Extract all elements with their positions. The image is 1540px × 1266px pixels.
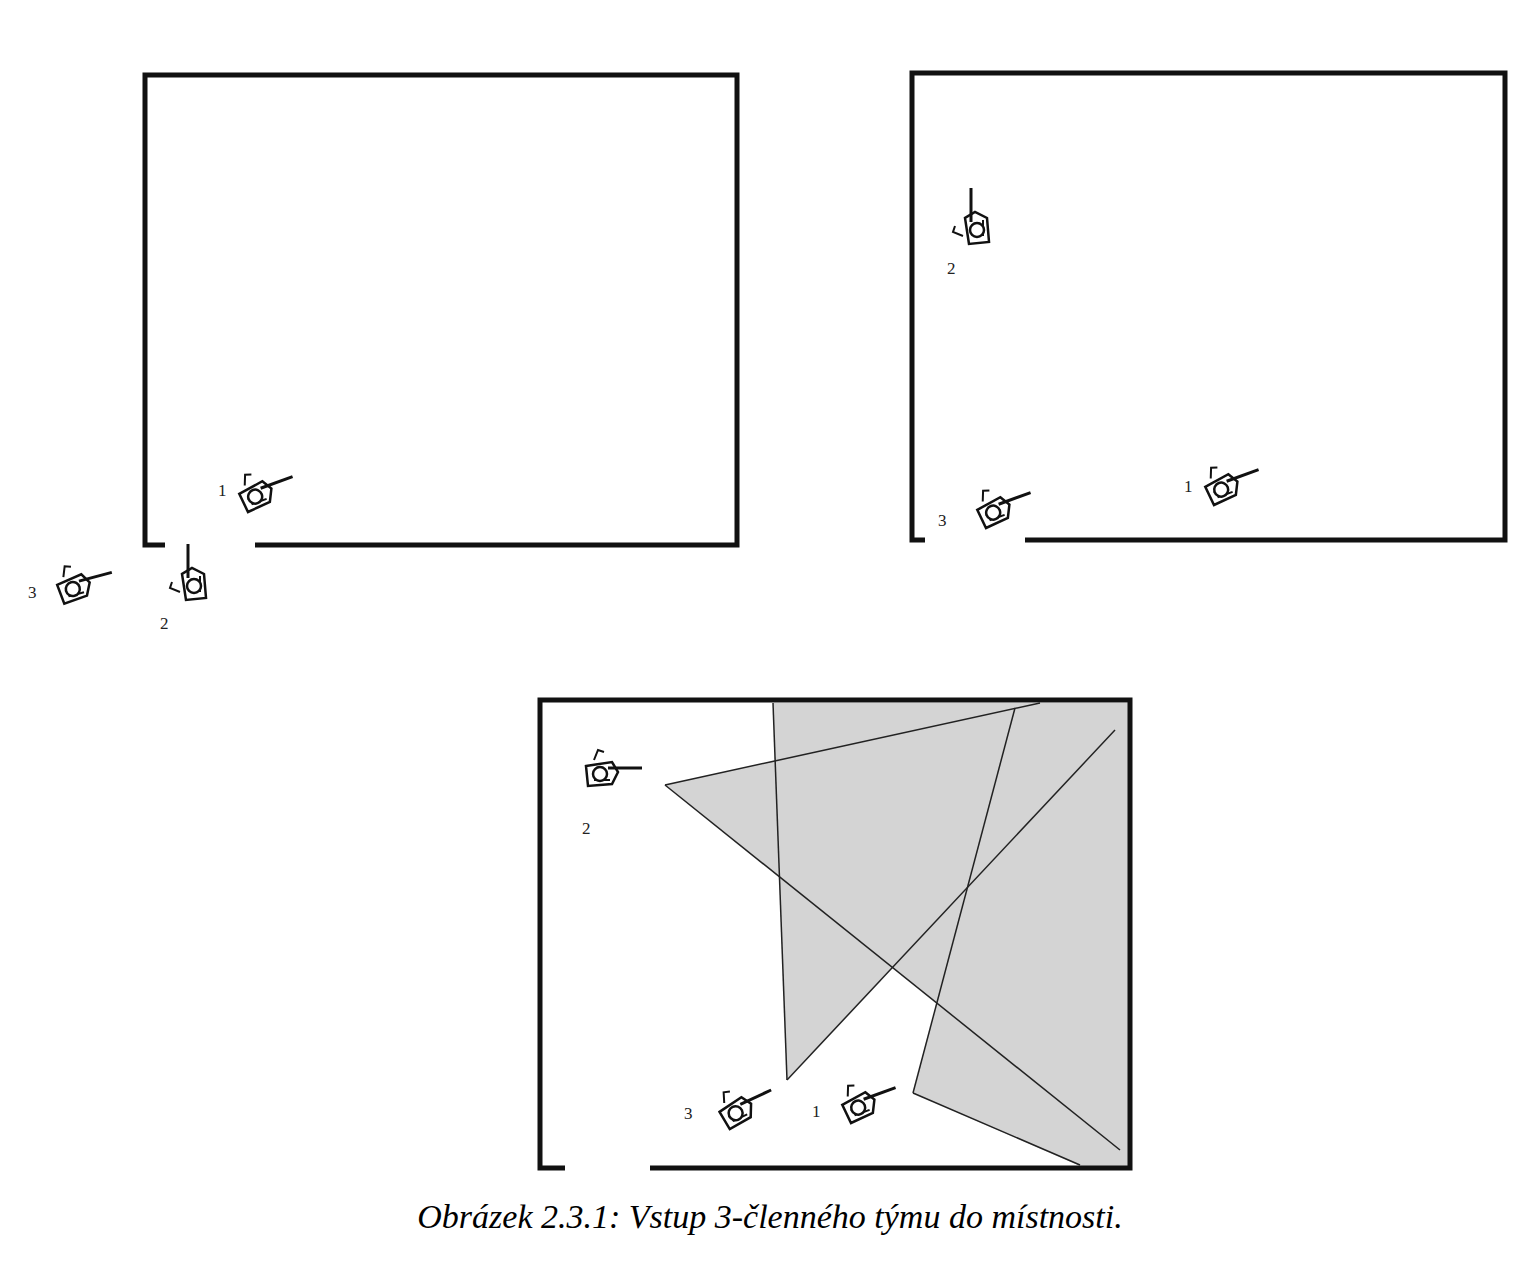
callout-number: 1: [218, 482, 227, 499]
callout-number: 2: [947, 260, 956, 277]
callout-number: 2: [160, 615, 169, 632]
soldier-icon: [53, 555, 116, 604]
figure-caption: Obrázek 2.3.1: Vstup 3-členného týmu do …: [417, 1198, 1122, 1235]
callout-number: 3: [938, 512, 947, 529]
room-wall: [912, 73, 1505, 540]
soldier-icon: [713, 1074, 779, 1130]
soldier-icon: [170, 544, 206, 600]
sector-line: [665, 785, 1120, 1150]
soldier-icon: [234, 460, 299, 513]
soldier-icon: [1200, 453, 1265, 506]
room-wall: [540, 700, 1130, 1168]
room-wall: [145, 75, 737, 545]
callout-number: 3: [684, 1105, 693, 1122]
callout-number: 1: [812, 1103, 821, 1120]
sector-line: [913, 1093, 1080, 1165]
callout-number: 2: [582, 820, 591, 837]
sector-line: [913, 708, 1015, 1093]
sector-line: [787, 730, 1115, 1080]
soldier-icon: [972, 476, 1037, 529]
sector-line: [665, 703, 1040, 785]
callout-number: 1: [1184, 478, 1193, 495]
soldier-icon: [837, 1071, 902, 1124]
field-of-fire: [913, 708, 1128, 1166]
callout-number: 3: [28, 584, 37, 601]
soldier-icon: [953, 188, 989, 244]
soldier-icon: [586, 750, 642, 786]
